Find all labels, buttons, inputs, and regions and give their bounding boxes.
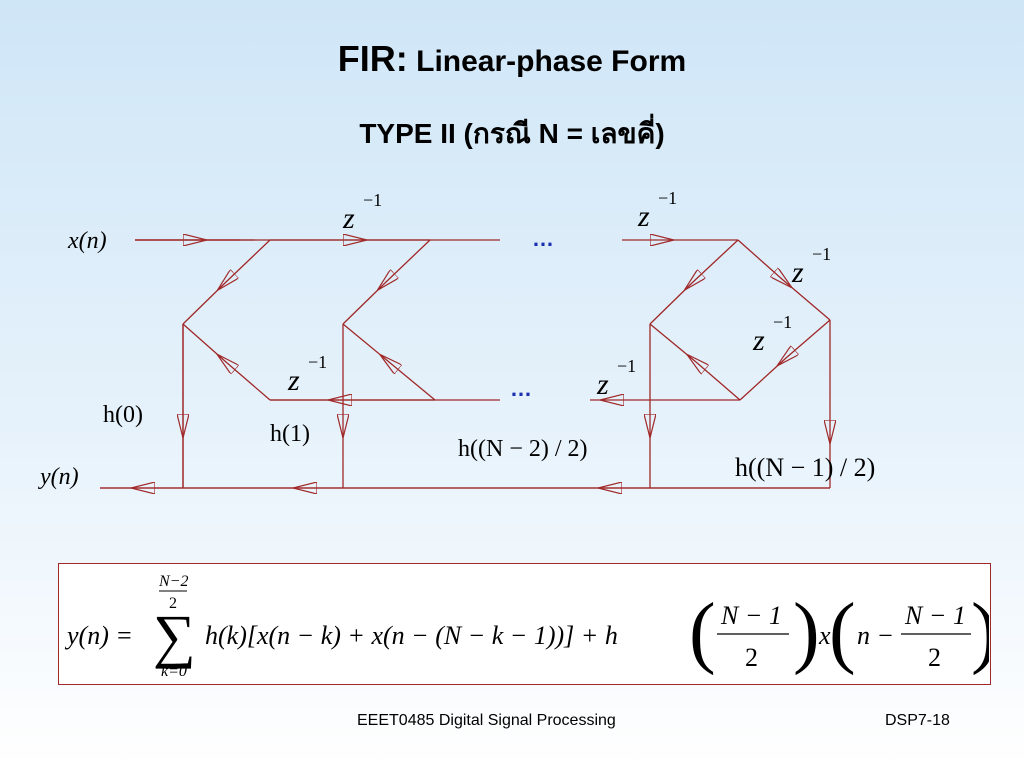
formula-n-minus: n −: [857, 621, 894, 650]
frac2-num: N − 1: [904, 601, 966, 630]
svg-text:−1: −1: [773, 312, 792, 332]
formula-lhs: y(n) =: [64, 621, 133, 650]
diag-right-up: [739, 319, 831, 401]
paren-open-1: (: [689, 588, 716, 676]
paren-close-1: ): [793, 588, 820, 676]
slide-title: FIR: Linear-phase Form: [0, 38, 1024, 80]
coef-h-n-minus-2: h((N − 2) / 2): [458, 436, 588, 462]
frac2-den: 2: [928, 643, 941, 672]
delay-label-top-1: z −1: [342, 190, 382, 235]
output-label: y(n): [38, 464, 79, 490]
sum-symbol: ∑: [153, 603, 196, 669]
diag-right-down: [737, 239, 831, 321]
coef-h-n-minus-1: h((N − 1) / 2): [735, 453, 875, 482]
title-rest: Linear-phase Form: [407, 45, 687, 78]
svg-text:z: z: [342, 202, 355, 235]
slide-subtitle: TYPE II (กรณี N = เลขคี่): [359, 118, 665, 149]
delay-label-top-2: z −1: [637, 188, 677, 233]
svg-text:z: z: [637, 200, 650, 233]
formula-equation: y(n) = N−2 2 ∑ k=0 h(k)[x(n − k) + x(n −…: [64, 573, 998, 680]
input-label: x(n): [67, 228, 107, 254]
diag-up-2: [342, 323, 436, 401]
frac1-num: N − 1: [720, 601, 782, 630]
delay-label-right-1: z −1: [791, 244, 831, 289]
coef-h0: h(0): [103, 402, 143, 428]
paren-open-2: (: [829, 588, 856, 676]
delay-label-right-2: z −1: [752, 312, 792, 357]
svg-text:−1: −1: [363, 190, 382, 210]
delay-label-bottom-2: z −1: [596, 356, 636, 401]
svg-text:z: z: [752, 324, 765, 357]
diag-up-1: [182, 323, 271, 401]
delay-label-bottom-1: z −1: [287, 352, 327, 397]
ellipsis-bottom: …: [510, 376, 532, 401]
formula-mid: x: [818, 621, 831, 650]
formula-box: y(n) = N−2 2 ∑ k=0 h(k)[x(n − k) + x(n −…: [58, 563, 998, 685]
svg-text:z: z: [791, 256, 804, 289]
paren-close-2: ): [971, 588, 989, 676]
diag-down-2: [342, 239, 431, 325]
diag-down-1: [182, 239, 271, 325]
formula-term: h(k)[x(n − k) + x(n − (N − k − 1))] + h: [205, 621, 618, 650]
coef-h1: h(1): [270, 421, 310, 447]
fir-signal-flow-diagram: x(n) y(n) z −1 z −1 z −1 z −1 z −1 z −1 …: [38, 188, 875, 560]
ellipsis-top: …: [532, 226, 554, 251]
diag-down-3: [649, 239, 739, 325]
svg-text:z: z: [596, 368, 609, 401]
sum-upper-den: 2: [169, 595, 177, 612]
footer-page: DSP7-18: [885, 712, 950, 729]
sum-upper-num: N−2: [158, 573, 188, 590]
title-main: FIR:: [337, 38, 408, 79]
footer-course: EEET0485 Digital Signal Processing: [357, 712, 616, 729]
svg-text:−1: −1: [812, 244, 831, 264]
svg-text:−1: −1: [658, 188, 677, 208]
diag-up-3: [649, 323, 741, 401]
svg-text:−1: −1: [617, 356, 636, 376]
sum-lower: k=0: [161, 663, 187, 680]
svg-text:z: z: [287, 364, 300, 397]
frac1-den: 2: [745, 643, 758, 672]
svg-text:−1: −1: [308, 352, 327, 372]
